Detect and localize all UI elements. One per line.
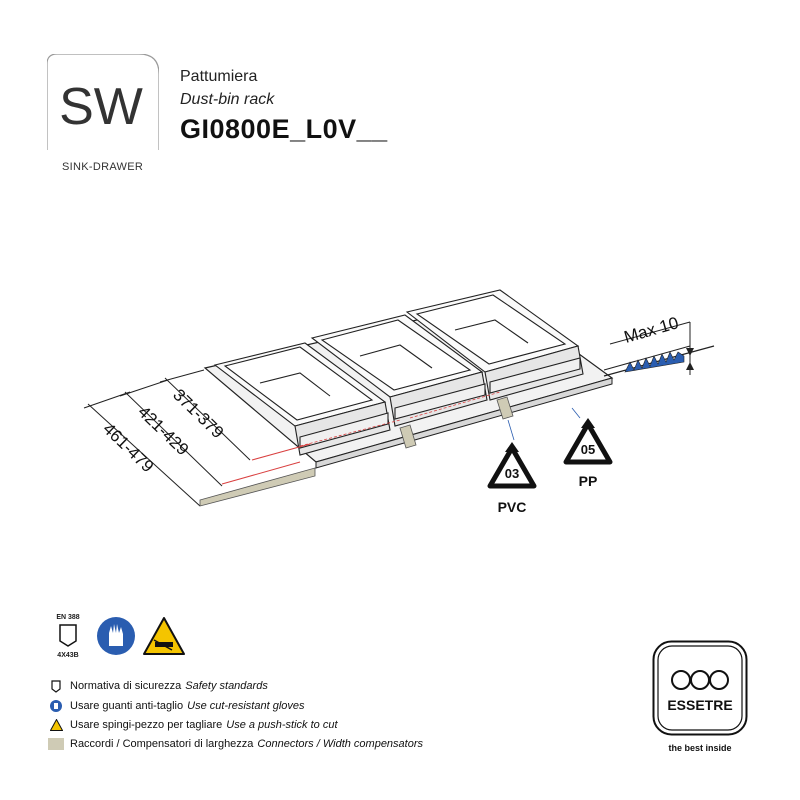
recycle-material-pvc: PVC (498, 499, 527, 515)
essetre-logo: ESSETRE (652, 640, 748, 736)
recycle-material-pp: PP (579, 473, 598, 489)
max-10-label: Max 10 (622, 313, 681, 347)
brand-name: ESSETRE (667, 697, 732, 713)
legend-item-safety: Normativa di sicurezza Safety standards (48, 677, 268, 695)
logo-frame: SW (47, 54, 159, 150)
recycle-symbol-pp: 05 PP (563, 418, 613, 489)
legend-text-it: Usare spingi-pezzo per tagliare (70, 719, 223, 731)
blue-glove-small-icon (48, 699, 64, 713)
warning-small-icon (48, 718, 64, 732)
warning-triangle-icon (143, 617, 185, 655)
product-code: GI0800E_L0V__ (180, 114, 388, 144)
legend-text-it: Normativa di sicurezza (70, 680, 182, 692)
product-name-it: Pattumiera (180, 68, 258, 85)
dimension-lines (83, 369, 316, 507)
legend-item-push-stick: Usare spingi-pezzo per tagliare Use a pu… (48, 716, 338, 734)
legend-text-en: Use cut-resistant gloves (187, 700, 305, 712)
en388-rating: 4X43B (57, 652, 79, 659)
compensator-left (399, 424, 417, 449)
legend-item-gloves: Usare guanti anti-taglio Use cut-resista… (48, 697, 305, 715)
glove-outline-icon (59, 624, 77, 647)
brand-tagline: the best inside (668, 743, 732, 753)
glove-standard-icon (48, 679, 64, 693)
legend-text-en: Connectors / Width compensators (257, 738, 424, 750)
beige-swatch-icon (48, 737, 64, 751)
logo-caption: SINK-DRAWER (62, 161, 144, 173)
legend-item-compensators: Raccordi / Compensatori di larghezza Con… (48, 735, 423, 753)
brush-seal (624, 351, 685, 373)
glove-standard-badge: EN 388 4X43B (48, 614, 88, 660)
legend-text-en: Safety standards (185, 680, 268, 692)
recycle-number-05: 05 (581, 442, 595, 457)
compensator-right (496, 396, 514, 420)
recycle-symbol-pvc: 03 PVC (487, 442, 537, 515)
legend-text-en: Use a push-stick to cut (226, 719, 338, 731)
product-name-en: Dust-bin rack (180, 91, 275, 108)
logo-mark: SW (59, 78, 143, 136)
en388-label: EN 388 (56, 614, 80, 621)
bin-right (405, 289, 584, 401)
legend-text-it: Raccordi / Compensatori di larghezza (70, 738, 254, 750)
bin-middle (310, 314, 488, 427)
recycle-number-03: 03 (505, 466, 519, 481)
legend-text-it: Usare guanti anti-taglio (70, 700, 184, 712)
bin-left (213, 342, 391, 456)
blue-glove-icon (97, 617, 135, 655)
